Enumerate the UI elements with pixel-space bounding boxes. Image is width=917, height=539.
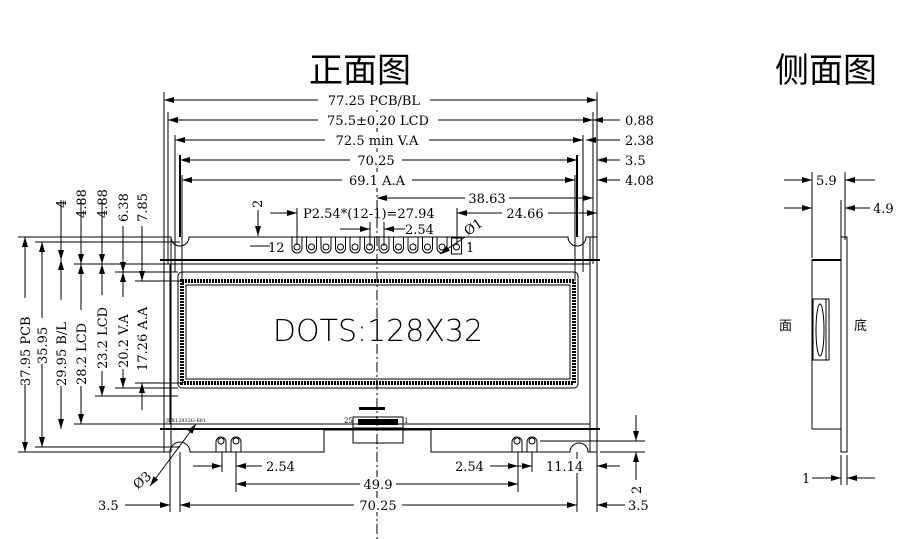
pin-hole (438, 243, 446, 251)
pin-pad (393, 237, 404, 254)
dim-pin-pitch: P2.54*(12-1)=27.94 (303, 207, 435, 222)
dim-offset-bl: 4 (55, 200, 70, 208)
dim-va: 72.5 min V.A (336, 134, 419, 149)
viewing-area (177, 271, 579, 389)
side-view: 5.9 4.9 1 面 底 (779, 172, 894, 487)
dim-center-offset: 38.63 (468, 192, 505, 207)
dim-left-bl: 29.95 B/L (55, 322, 70, 386)
pin-pad (306, 237, 317, 254)
dim-pad-rise: 2 (630, 486, 645, 494)
dim-pad-span: 49.9 (364, 478, 393, 493)
pin-pad (335, 237, 346, 254)
dim-lcd: 75.5±0.20 LCD (327, 114, 429, 129)
pin-pad (422, 237, 433, 254)
dim-hole-drill: Ø3 (131, 469, 155, 493)
dim-pcb-bl: 77.25 PCB/BL (328, 94, 421, 109)
dim-side-pcb: 1 (802, 472, 810, 487)
dim-pad-pitch-left: 2.54 (266, 460, 295, 475)
pin-pad (349, 237, 361, 254)
dim-right-margin: 3.5 (628, 499, 649, 514)
active-area-inner (185, 284, 571, 380)
pin-hole (322, 243, 330, 251)
dim-pin1-offset: 24.66 (506, 207, 543, 222)
dim-right-holes: 3.5 (625, 154, 646, 169)
dim-pin-rise: 2 (251, 200, 266, 208)
dim-side-total: 5.9 (816, 174, 837, 189)
pin-pad (291, 237, 303, 254)
dim-offset-lcd2: 4.88 (96, 189, 111, 218)
dim-pin-drill: Ø1 (462, 216, 486, 239)
pin-pad (451, 237, 462, 255)
display-text: DOTS:128X32 (273, 314, 483, 349)
pin-pad (320, 237, 332, 254)
left-dimension-labels: 37.95 PCB 35.95 29.95 B/L 28.2 LCD 23.2 … (18, 189, 155, 493)
side-view-title: 侧面图 (775, 51, 877, 91)
active-area (180, 279, 576, 385)
dim-right-lcd: 0.88 (625, 114, 654, 129)
bottom-pads (215, 436, 538, 452)
dim-holes: 70.25 (357, 154, 394, 169)
dim-right-aa: 4.08 (625, 174, 654, 189)
dim-left-holes: 35.95 (36, 327, 51, 364)
conn-right-label: 1 (404, 417, 408, 425)
dim-left-aa: 17.26 A.A (136, 306, 151, 371)
pin-1-label: 1 (466, 241, 474, 256)
conn-left-label: 25 (344, 417, 353, 425)
bottom-dimension-labels: 2.54 2.54 11.14 49.9 70.25 3.5 3.5 2 (98, 459, 649, 514)
dim-offset-lcd: 4.88 (75, 189, 90, 218)
pin-12-label: 12 (268, 241, 285, 256)
pin-hole (409, 243, 417, 251)
front-view-title: 正面图 (309, 51, 411, 91)
dim-left-lcd: 28.2 LCD (75, 323, 90, 385)
dim-left-pcb: 37.95 PCB (19, 316, 34, 386)
dim-pad-pitch-right: 2.54 (455, 460, 484, 475)
dim-pitch: 2.54 (405, 223, 434, 238)
dim-side-module: 4.9 (873, 202, 894, 217)
dim-right-va: 2.38 (625, 134, 654, 149)
side-back-label: 底 (854, 318, 867, 334)
pin-hole (308, 243, 315, 251)
pin-hole (351, 243, 359, 251)
pin-hole (395, 243, 402, 251)
pcb-outline (160, 236, 600, 453)
dim-bottom-holes: 70.25 (359, 499, 396, 514)
pin-pad (407, 237, 419, 254)
part-code: JLX12832G-661 (165, 418, 206, 424)
dim-pad-offset: 11.14 (546, 460, 583, 475)
dim-left-va: 20.2 V.A (117, 314, 132, 368)
dim-offset-va: 6.38 (117, 193, 132, 222)
dim-aa: 69.1 A.A (349, 174, 406, 189)
dim-left-margin: 3.5 (98, 499, 119, 514)
dim-left-lcd2: 23.2 LCD (96, 307, 111, 369)
pin-hole (337, 243, 344, 251)
dim-offset-aa: 7.85 (136, 193, 151, 222)
top-dimension-labels: 77.25 PCB/BL 75.5±0.20 LCD 72.5 min V.A … (251, 92, 654, 239)
fpc-connector: 25 1 (344, 407, 408, 444)
pin-pad (364, 237, 375, 254)
pin-pad (378, 237, 390, 254)
pin-hole (424, 243, 431, 251)
side-front-label: 面 (779, 319, 792, 334)
